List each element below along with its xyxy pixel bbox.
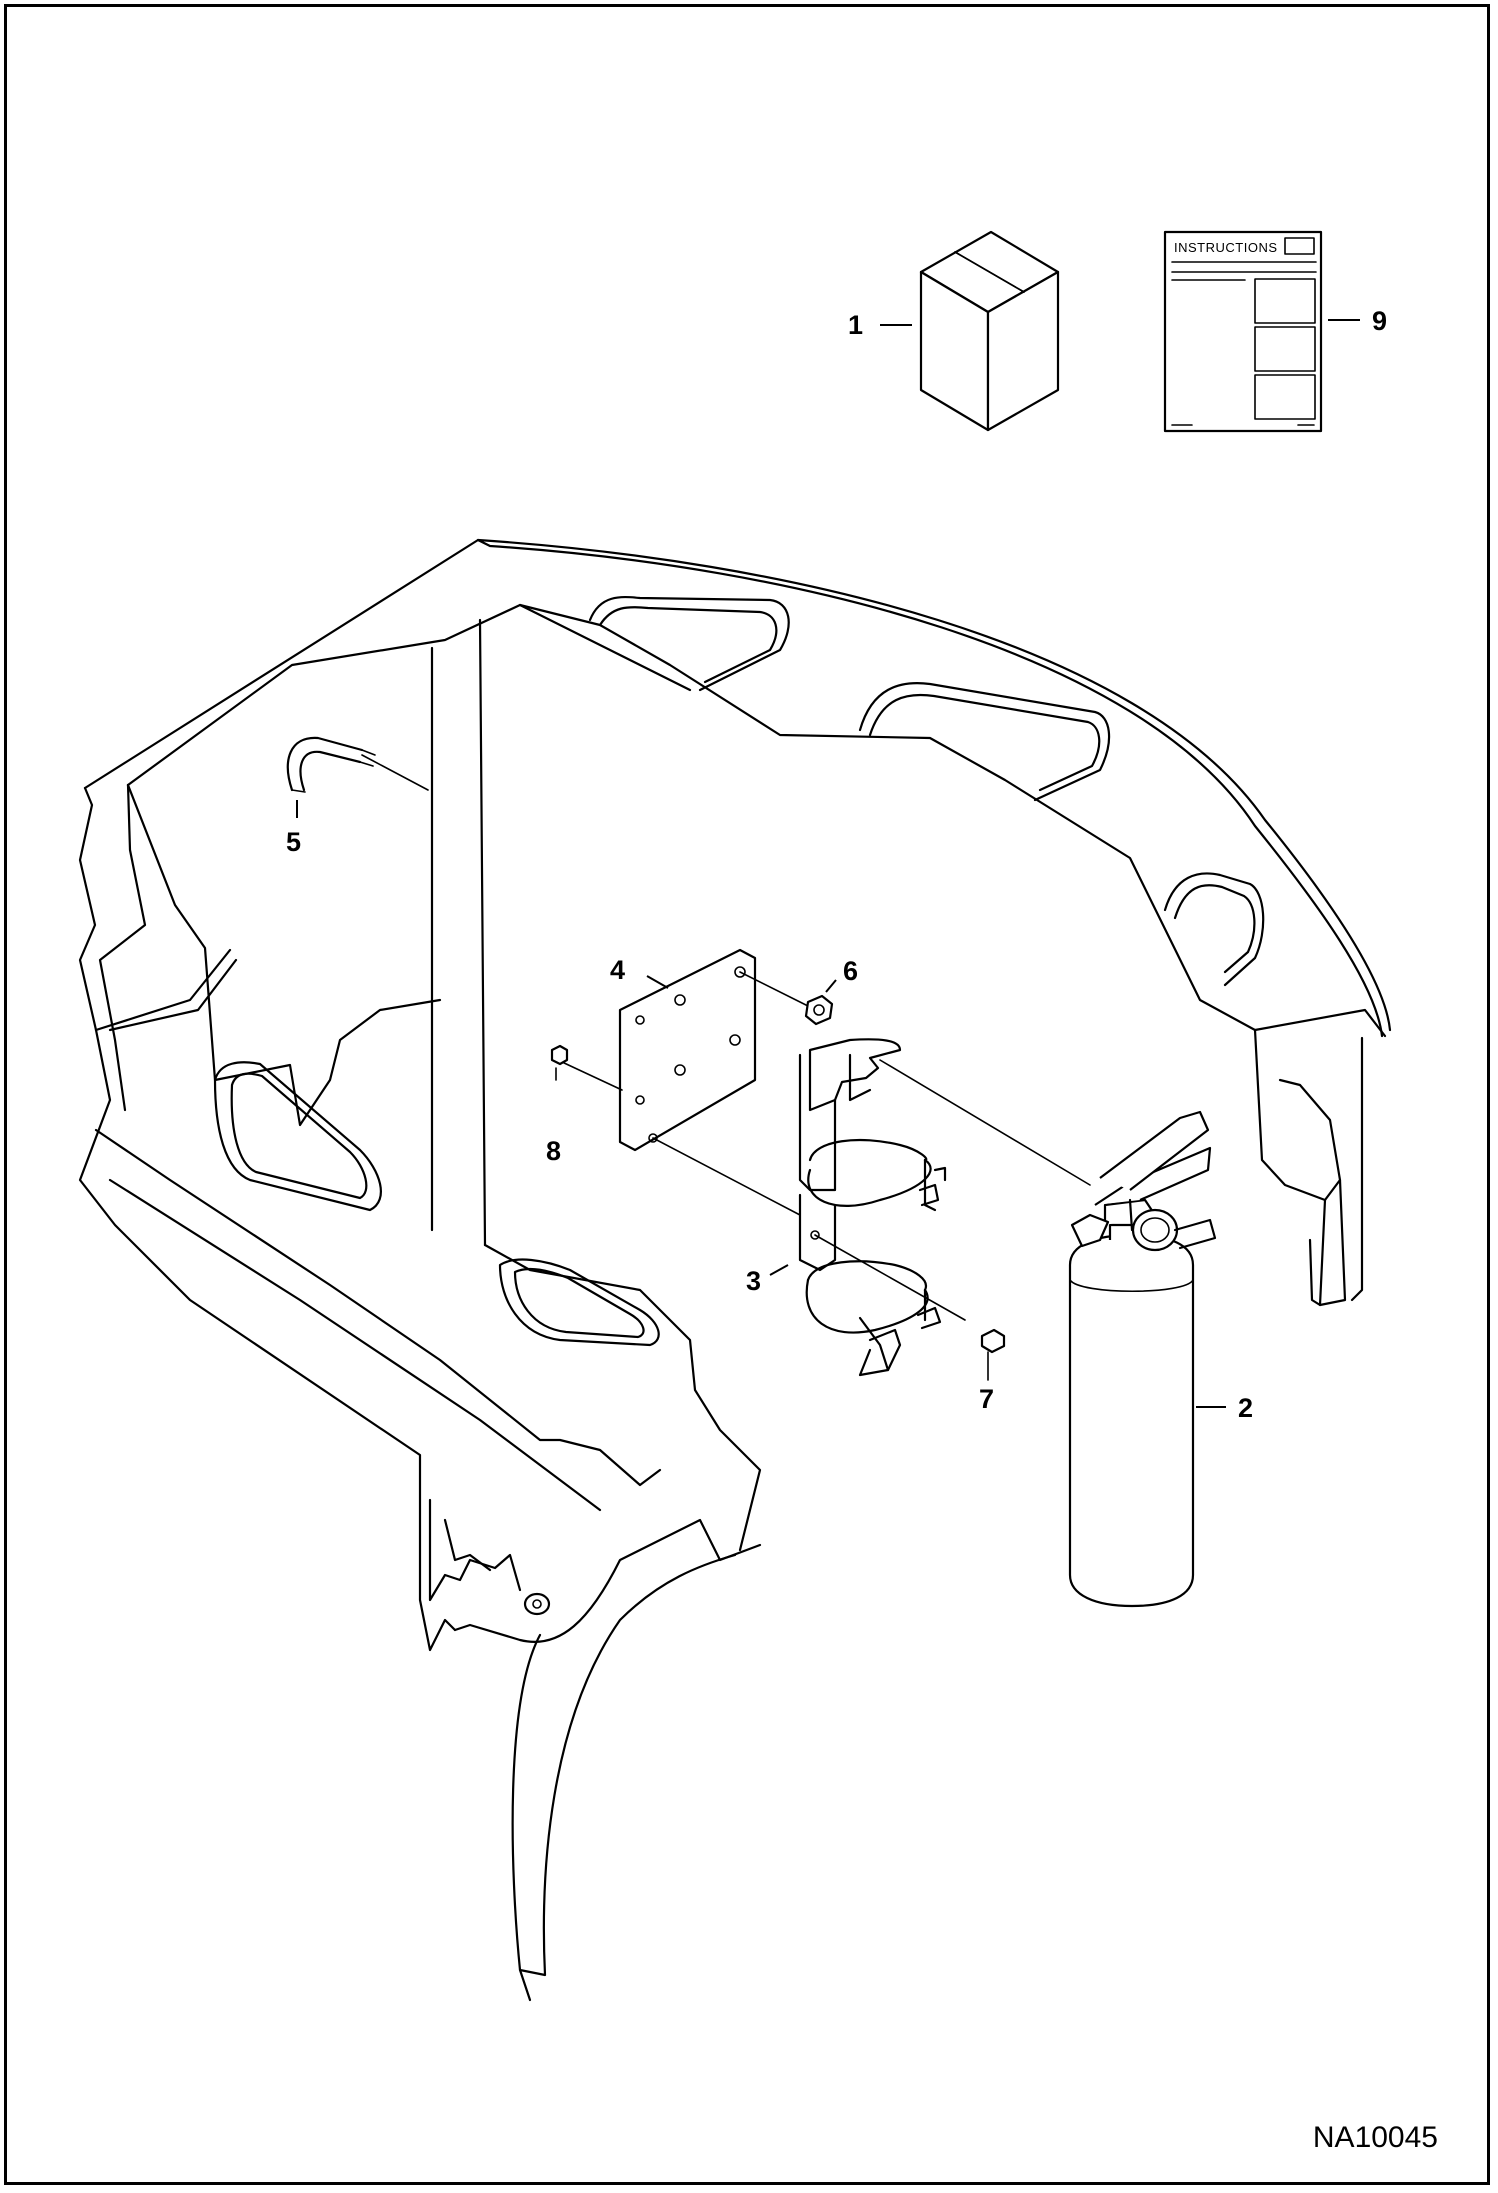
part-2-fire-extinguisher [1068, 1110, 1217, 1608]
callout-4-label: 4 [610, 955, 625, 985]
callout-2-label: 2 [1238, 1393, 1253, 1423]
part-3-extinguisher-bracket [798, 1038, 1091, 1377]
callout-8: 8 [546, 1136, 561, 1166]
part-5-u-bolt [286, 736, 429, 793]
part-4-mounting-plate [561, 948, 811, 1216]
part-6-flange-nut [804, 994, 834, 1026]
callout-3: 3 [746, 1264, 789, 1296]
part-1-kit-box [919, 230, 1060, 432]
callout-8-label: 8 [546, 1136, 561, 1166]
callout-2: 2 [1196, 1393, 1253, 1423]
callout-6-label: 6 [843, 956, 858, 986]
drawing-frame [4, 4, 1490, 2185]
callout-5-label: 5 [286, 827, 301, 857]
machine-cab-body [78, 538, 1392, 2002]
callout-3-label: 3 [746, 1266, 761, 1296]
manual-title: INSTRUCTIONS [1174, 240, 1278, 255]
callout-7-label: 7 [979, 1384, 994, 1414]
callout-9-label: 9 [1372, 306, 1387, 336]
part-9-instructions-manual: INSTRUCTIONS [1163, 230, 1323, 433]
callout-6: 6 [825, 956, 858, 993]
drawing-id: NA10045 [1312, 2121, 1438, 2154]
part-8-nut [550, 1044, 569, 1081]
callout-9: 9 [1328, 306, 1387, 336]
callout-5: 5 [286, 800, 301, 857]
callout-7: 7 [979, 1384, 994, 1414]
callout-1: 1 [848, 310, 912, 340]
part-7-bolt [980, 1328, 1006, 1381]
callout-4: 4 [610, 955, 669, 989]
callout-1-label: 1 [848, 310, 863, 340]
